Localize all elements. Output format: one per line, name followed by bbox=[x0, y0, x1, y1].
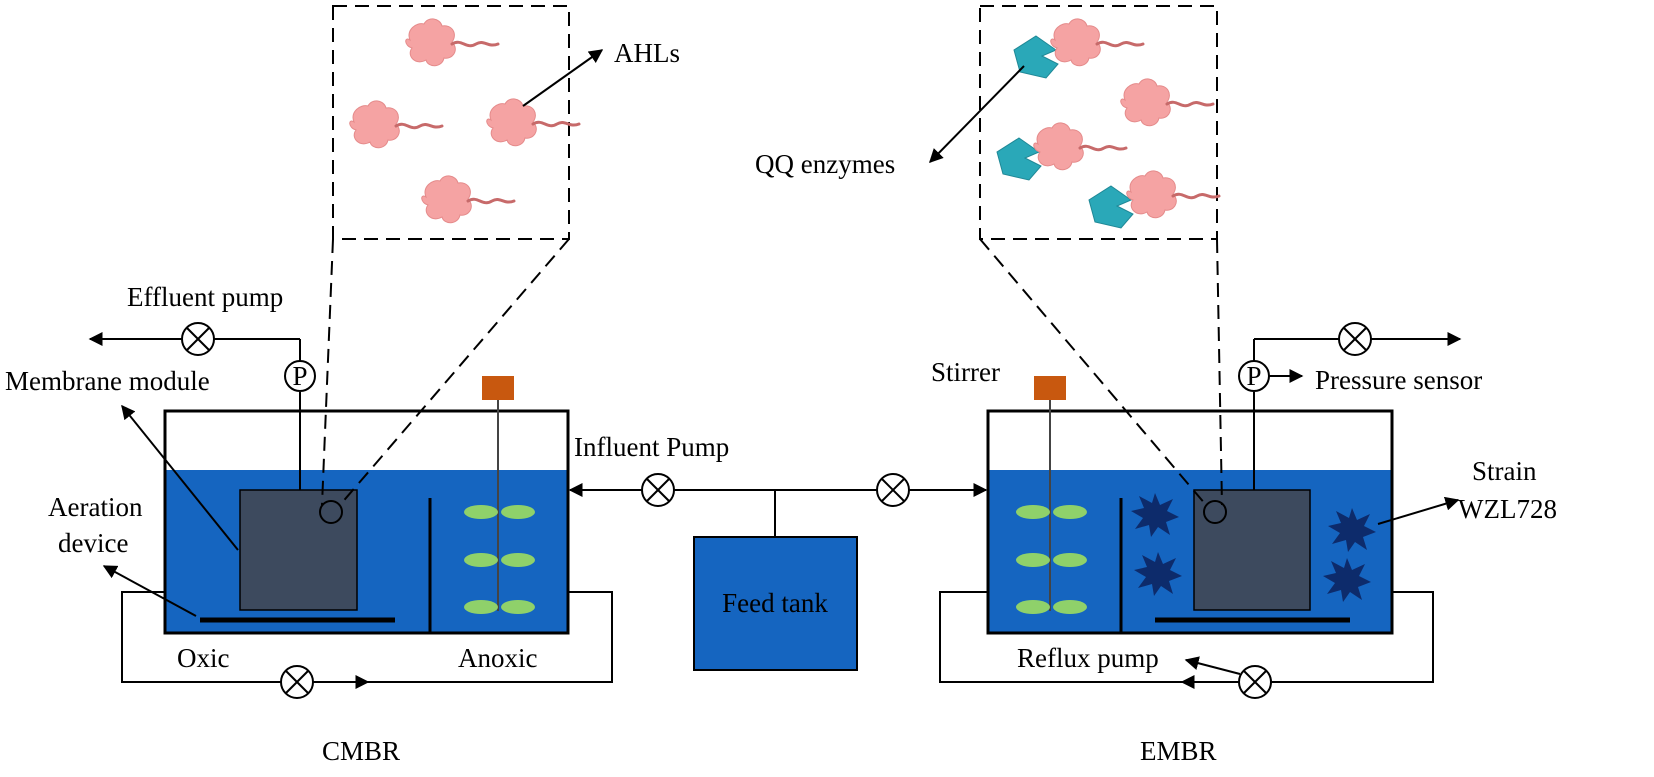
cmbr-reflux-pump-valve-icon bbox=[280, 665, 314, 699]
cmbr-membrane-outlet bbox=[319, 500, 343, 524]
impeller-icon bbox=[464, 505, 535, 614]
aeration-device-pointer bbox=[102, 565, 197, 617]
cmbr-membrane-module bbox=[239, 489, 358, 611]
embr-effluent-line: P bbox=[1238, 322, 1462, 490]
aeration-device-label-line1: Aeration bbox=[48, 492, 143, 522]
cmbr-label: CMBR bbox=[322, 736, 400, 766]
ahl-molecule-icon bbox=[348, 99, 444, 150]
embr-reflux-line bbox=[939, 591, 1434, 699]
membrane-module-pointer bbox=[121, 404, 239, 551]
ahl-molecule-icon bbox=[485, 97, 581, 148]
influent-pump-label: Influent Pump bbox=[574, 432, 729, 462]
embr-reflux-pump-valve-icon bbox=[1238, 665, 1272, 699]
strain-pointer bbox=[1377, 496, 1460, 525]
ahl-molecule-icon bbox=[1032, 121, 1128, 172]
embr-reactor bbox=[986, 376, 1394, 635]
ahl-molecule-icon bbox=[1119, 77, 1215, 128]
ahl-molecule-icon bbox=[420, 174, 516, 225]
stirrer-label: Stirrer bbox=[931, 357, 1000, 387]
embr-membrane-outlet bbox=[1203, 500, 1227, 524]
embr-membrane-module bbox=[1193, 489, 1311, 611]
cmbr-reactor bbox=[163, 376, 570, 635]
embr-tank bbox=[986, 409, 1394, 635]
reflux-pump-label: Reflux pump bbox=[1017, 643, 1159, 673]
ahl-molecule-icon bbox=[404, 17, 500, 68]
strain-label-line1: Strain bbox=[1472, 456, 1537, 486]
feed-system: Feed tank bbox=[568, 473, 988, 671]
cmbr-effluent-line: P bbox=[88, 322, 316, 490]
cmbr-tank bbox=[163, 409, 570, 635]
feed-tank-label: Feed tank bbox=[722, 588, 828, 618]
cmbr-zoom-inset bbox=[321, 5, 604, 506]
cmbr-water bbox=[165, 470, 568, 633]
ahl-molecule-icon bbox=[1049, 17, 1145, 68]
oxic-label: Oxic bbox=[177, 643, 230, 673]
aeration-device-label-line2: device bbox=[58, 528, 128, 558]
effluent-pump-valve-icon bbox=[1338, 322, 1372, 356]
influent-pump-valve-icon bbox=[641, 473, 675, 507]
cmbr-reflux-line bbox=[121, 591, 613, 699]
anoxic-label: Anoxic bbox=[458, 643, 538, 673]
qq-enzymes-label: QQ enzymes bbox=[755, 149, 895, 179]
effluent-pump-label: Effluent pump bbox=[127, 282, 283, 312]
embr-zoom-inset bbox=[929, 5, 1223, 506]
svg-text:P: P bbox=[1246, 361, 1261, 391]
ahls-label: AHLs bbox=[614, 38, 680, 68]
strain-label-line2: WZL728 bbox=[1458, 494, 1557, 524]
impeller-icon bbox=[1016, 505, 1087, 614]
feed-tank bbox=[693, 536, 858, 671]
embr-label: EMBR bbox=[1140, 736, 1217, 766]
stirrer-motor-icon bbox=[1034, 376, 1066, 400]
svg-text:P: P bbox=[292, 361, 307, 391]
ahl-molecule-icon bbox=[1125, 169, 1221, 220]
pressure-sensor-label: Pressure sensor bbox=[1315, 365, 1482, 395]
membrane-module-label: Membrane module bbox=[5, 366, 210, 396]
stirrer-motor-icon bbox=[482, 376, 514, 400]
effluent-pump-valve-icon bbox=[181, 322, 215, 356]
influent-pump-valve-icon bbox=[876, 473, 910, 507]
